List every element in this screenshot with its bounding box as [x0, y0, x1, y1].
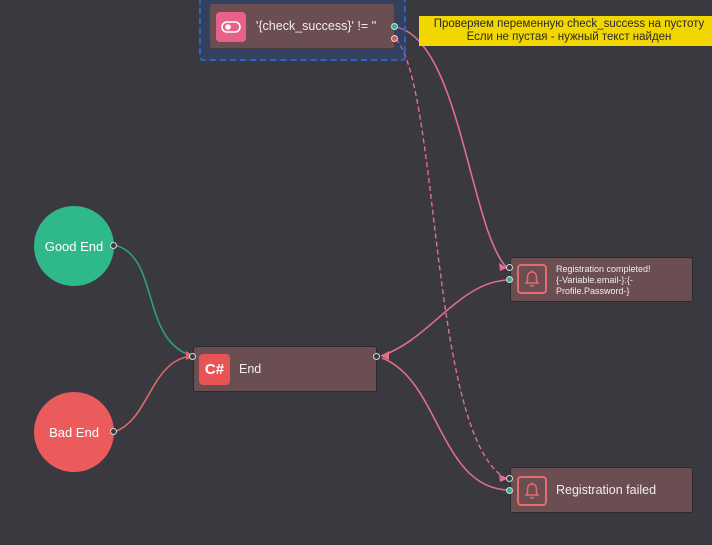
comment-note[interactable]: Проверяем переменную check_success на пу… — [419, 16, 712, 46]
note-line-2: Если не пустая - нужный текст найден — [466, 31, 672, 43]
bell-icon — [524, 270, 540, 287]
bell-icon — [524, 482, 540, 499]
csharp-icon-text: C# — [204, 361, 225, 378]
end-node-output-port[interactable] — [373, 353, 380, 360]
notify-failed-output-port[interactable] — [506, 487, 513, 494]
wire-condition-to-success — [395, 26, 508, 269]
notify-failed-label: Registration failed — [556, 483, 657, 497]
bad-end-output-port[interactable] — [110, 428, 117, 435]
bad-end-label: Bad End — [49, 424, 99, 440]
condition-expression: '{check_success}' != '' — [256, 19, 377, 33]
wire-arrow — [499, 474, 507, 482]
bad-end-node[interactable]: Bad End — [34, 392, 114, 472]
notify-failed-icon-box — [517, 476, 547, 506]
wire-arrow — [499, 263, 507, 271]
notify-success-line-2: {-Variable.email-}:{- — [556, 275, 633, 285]
note-line-1: Проверяем переменную check_success на пу… — [433, 18, 705, 30]
wire-failed-to-end — [381, 357, 511, 491]
end-node-input-port[interactable] — [189, 353, 196, 360]
end-node[interactable]: C# End — [193, 346, 377, 392]
notify-success-output-port[interactable] — [506, 276, 513, 283]
good-end-label: Good End — [44, 238, 104, 254]
notify-success-line-1: Registration completed! — [556, 264, 651, 274]
good-end-node[interactable]: Good End — [34, 206, 114, 286]
condition-true-port[interactable] — [391, 23, 398, 30]
wire-arrow — [381, 351, 389, 360]
condition-node[interactable]: '{check_success}' != '' — [209, 3, 395, 49]
condition-false-port[interactable] — [391, 35, 398, 42]
good-end-output-port[interactable] — [110, 242, 117, 249]
wire-goodend-to-end — [113, 244, 193, 357]
wire-condition-to-failed — [395, 38, 508, 480]
notify-failed-node[interactable]: Registration failed — [510, 467, 693, 513]
notify-success-input-port[interactable] — [506, 264, 513, 271]
notify-success-line-3: Profile.Password-} — [556, 286, 630, 296]
notify-success-icon-box — [517, 264, 547, 294]
end-node-label: End — [239, 362, 262, 376]
wire-success-to-end — [380, 279, 511, 357]
csharp-icon: C# — [199, 354, 230, 385]
notify-success-node[interactable]: Registration completed! {-Variable.email… — [510, 257, 693, 302]
condition-icon-box — [216, 12, 246, 42]
wire-badend-to-end — [113, 355, 193, 433]
toggle-icon — [221, 21, 241, 33]
notify-failed-input-port[interactable] — [506, 475, 513, 482]
